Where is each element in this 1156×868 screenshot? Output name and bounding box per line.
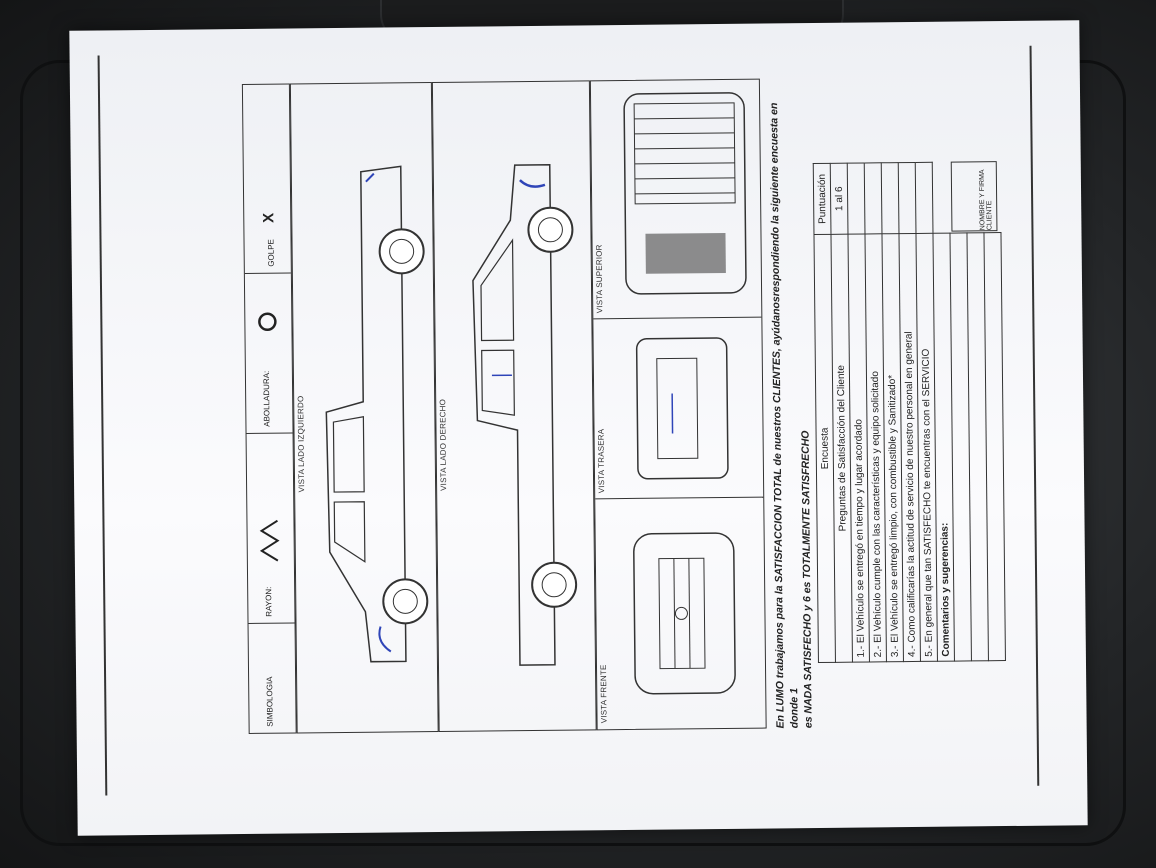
- front-view-label: VISTA FRENTE: [598, 664, 609, 724]
- truck-right-side-drawing: [472, 164, 578, 666]
- score-range: 1 al 6: [830, 163, 848, 235]
- signature-label: NOMBRE Y FIRMA CLIENTE: [978, 169, 994, 231]
- score-field-4[interactable]: [898, 162, 916, 234]
- score-field-5[interactable]: [915, 162, 933, 234]
- signature-box[interactable]: NOMBRE Y FIRMA CLIENTE: [950, 161, 998, 232]
- truck-top-drawing: [623, 92, 747, 295]
- right-side-view-panel: VISTA LADO DERECHO: [431, 80, 597, 732]
- left-view-label: VISTA LADO IZQUIERDO: [296, 395, 307, 493]
- comments-line-3[interactable]: [983, 232, 1006, 661]
- symbology-row: SIMBOLOGIA RAYON: ABOLLADURA: GOLPE X: [241, 83, 297, 734]
- score-field-2[interactable]: [864, 162, 882, 234]
- dent-circle-icon: [258, 312, 277, 332]
- score-field-3[interactable]: [881, 162, 899, 234]
- scratch-zigzag-icon: [259, 519, 280, 562]
- truck-left-side-drawing: [325, 165, 429, 663]
- dent-legend: ABOLLADURA:: [244, 272, 293, 433]
- hit-legend: GOLPE X: [243, 85, 291, 273]
- symbology-title: SIMBOLOGIA: [248, 622, 296, 733]
- left-side-view-panel: VISTA LADO IZQUIERDO: [289, 82, 439, 734]
- top-view-cell: VISTA SUPERIOR: [591, 80, 761, 320]
- header-rule: [97, 55, 107, 796]
- truck-front-drawing: [633, 532, 736, 695]
- score-field-1[interactable]: [847, 162, 865, 235]
- dent-label: ABOLLADURA:: [261, 370, 272, 427]
- inspection-form-paper: SIMBOLOGIA RAYON: ABOLLADURA: GOLPE X VI…: [69, 20, 1088, 836]
- survey-intro: En LUMO trabajamos para la SATISFACCION …: [767, 78, 816, 729]
- hit-label: GOLPE: [266, 239, 276, 267]
- hit-x-icon: X: [260, 212, 278, 224]
- front-rear-top-views-panel: VISTA FRENTE VISTA TRASERA VISTA SUPERIO…: [589, 78, 767, 731]
- scratch-legend: RAYON:: [246, 432, 295, 623]
- footer-rule: [1029, 45, 1039, 786]
- rear-view-label: VISTA TRASERA: [596, 428, 607, 494]
- right-view-label: VISTA LADO DERECHO: [438, 398, 449, 491]
- rear-view-cell: VISTA TRASERA: [593, 316, 764, 500]
- score-header: Puntuación: [813, 163, 831, 235]
- truck-rear-drawing: [635, 337, 729, 480]
- top-view-label: VISTA SUPERIOR: [594, 244, 605, 314]
- scratch-label: RAYON:: [264, 586, 274, 617]
- front-view-cell: VISTA FRENTE: [595, 496, 766, 730]
